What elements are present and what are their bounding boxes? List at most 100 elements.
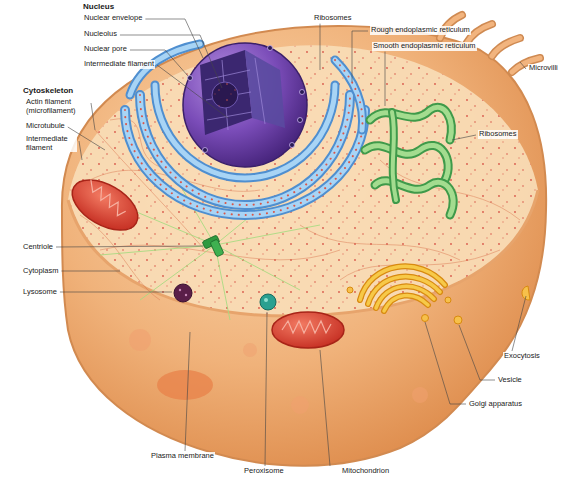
- part-label: Exocytosis: [503, 352, 541, 361]
- part-label: Nuclear envelope: [83, 14, 143, 23]
- microvilli: [492, 38, 520, 56]
- leader-lines: [320, 24, 321, 70]
- vesicles: [347, 286, 530, 324]
- part-label: Smooth endoplasmic reticulum: [372, 42, 477, 51]
- microvilli: [492, 38, 520, 56]
- cell-body: [68, 190, 538, 316]
- leader-lines: [352, 31, 368, 82]
- golgi-apparatus: [360, 266, 445, 311]
- microtubules: [215, 225, 320, 245]
- part-label: Intermediate filament: [83, 60, 155, 69]
- nucleus: [188, 46, 305, 153]
- nucleus: [298, 118, 303, 123]
- cytoskeleton-filaments: [80, 119, 520, 300]
- nucleus: [245, 50, 285, 128]
- cell-body: [62, 26, 546, 466]
- part-label: Golgi apparatus: [468, 400, 523, 409]
- cell-body: [157, 370, 213, 400]
- leader-lines: [385, 52, 386, 106]
- nucleus: [183, 43, 307, 167]
- nucleus: [188, 76, 193, 81]
- leader-lines: [60, 292, 172, 293]
- part-label: Centriole: [22, 243, 54, 252]
- nucleus: [290, 143, 295, 148]
- part-label: Plasma membrane: [150, 452, 215, 461]
- cell-body: [412, 387, 428, 403]
- group-heading: Cytoskeleton: [22, 86, 74, 95]
- leader-lines: [61, 271, 120, 272]
- leader-lines: [459, 325, 495, 380]
- part-label: Peroxisome: [243, 467, 285, 476]
- part-label: Lysosome: [22, 288, 58, 297]
- leader-lines: [91, 103, 95, 130]
- part-label: Actin filament (microfilament): [25, 98, 89, 115]
- nucleus: [212, 82, 238, 108]
- peroxisome: [264, 298, 268, 302]
- vesicles: [422, 315, 429, 322]
- part-label: Mitochondrion: [341, 467, 390, 476]
- rough-er: [335, 60, 363, 130]
- leader-lines: [520, 62, 526, 69]
- mitochondria: [82, 180, 131, 219]
- nucleus: [207, 112, 252, 120]
- rough-er: [125, 44, 365, 215]
- leader-lines: [185, 332, 190, 451]
- cytoskeleton-filaments: [340, 250, 500, 280]
- smooth-er: [370, 107, 451, 140]
- part-label: Intermediate filament: [25, 135, 77, 152]
- leader-lines: [56, 19, 526, 466]
- peroxisome: [260, 294, 276, 310]
- mitochondria: [64, 170, 146, 241]
- leader-lines: [157, 65, 228, 118]
- part-label: Ribosomes: [313, 14, 353, 23]
- lysosome: [185, 294, 187, 296]
- lysosome: [179, 289, 181, 291]
- part-label: Cytoplasm: [22, 267, 59, 276]
- leader-lines: [79, 141, 82, 160]
- part-label: Vesicle: [497, 376, 523, 385]
- vesicles: [454, 316, 462, 324]
- mitochondria: [64, 170, 344, 348]
- group-heading: Nucleus: [82, 2, 115, 11]
- centriole: [202, 235, 224, 257]
- peroxisome: [260, 294, 276, 310]
- part-label: Microtubule: [25, 122, 66, 131]
- golgi-apparatus: [384, 295, 428, 311]
- golgi-apparatus: [384, 295, 428, 311]
- nucleus: [300, 90, 305, 95]
- part-label: Ribosomes: [478, 130, 518, 139]
- smooth-er: [365, 107, 453, 215]
- vesicles: [445, 297, 451, 303]
- nucleus: [268, 46, 273, 51]
- centriole: [210, 239, 224, 257]
- vesicles: [522, 286, 530, 300]
- leader-lines: [512, 296, 526, 351]
- lysosome: [174, 284, 192, 302]
- microtubules: [215, 245, 300, 290]
- smooth-er: [392, 112, 396, 200]
- nucleus: [200, 50, 252, 135]
- rough-er: [335, 60, 363, 130]
- vesicles: [347, 287, 353, 293]
- leader-lines: [452, 135, 476, 140]
- rough-er: [335, 60, 363, 130]
- lysosome: [174, 284, 192, 302]
- cell-body: [62, 26, 546, 466]
- nucleus: [255, 58, 265, 124]
- part-label: Rough endoplasmic reticulum: [370, 26, 471, 35]
- leader-lines: [56, 246, 203, 247]
- cell-body: [243, 343, 257, 357]
- part-label: Nuclear pore: [83, 45, 128, 54]
- cytoskeleton-filaments: [300, 225, 460, 260]
- smooth-er: [365, 145, 448, 180]
- smooth-er: [392, 112, 396, 200]
- leader-lines: [425, 322, 466, 404]
- mitochondria: [272, 312, 344, 348]
- nucleus: [203, 148, 208, 153]
- smooth-er: [375, 181, 453, 215]
- cell-body: [129, 329, 151, 351]
- nucleus: [183, 43, 307, 167]
- smooth-er: [365, 145, 448, 180]
